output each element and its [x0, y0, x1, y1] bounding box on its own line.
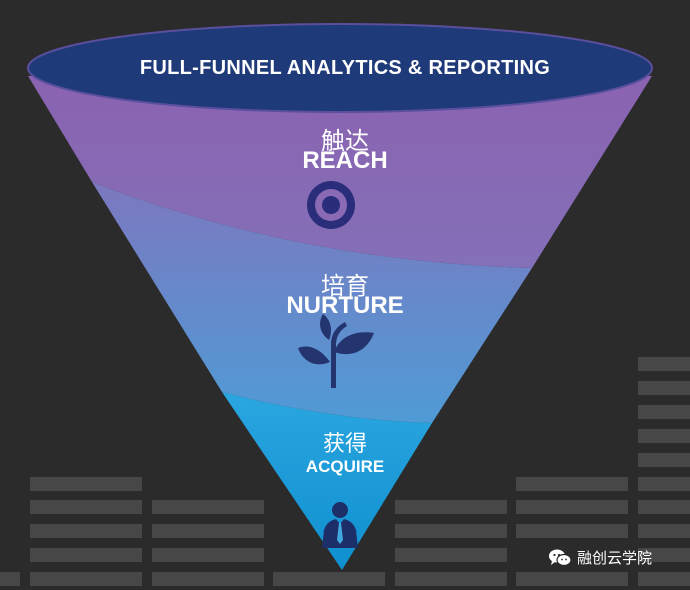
nurture-stage [92, 182, 532, 423]
background-bars [0, 357, 690, 586]
funnel-top-ellipse [27, 23, 653, 113]
nurture-label: NURTURE [286, 292, 404, 319]
plant-icon [298, 314, 374, 388]
nurture-label-zh: 培育 [321, 272, 369, 300]
person-icon [322, 502, 358, 548]
reach-label-zh: 触达 [321, 127, 369, 155]
reach-stage [28, 76, 652, 268]
wechat-icon [549, 549, 572, 566]
acquire-stage [222, 392, 432, 570]
reach-label: REACH [302, 147, 388, 174]
acquire-label-zh: 获得 [322, 432, 367, 457]
acquire-label: ACQUIRE [305, 457, 385, 476]
target-icon [307, 181, 355, 229]
watermark: 融创云学院 [548, 547, 652, 568]
watermark-text: 融创云学院 [577, 549, 653, 567]
funnel-title: FULL-FUNNEL ANALYTICS & REPORTING [139, 57, 551, 79]
